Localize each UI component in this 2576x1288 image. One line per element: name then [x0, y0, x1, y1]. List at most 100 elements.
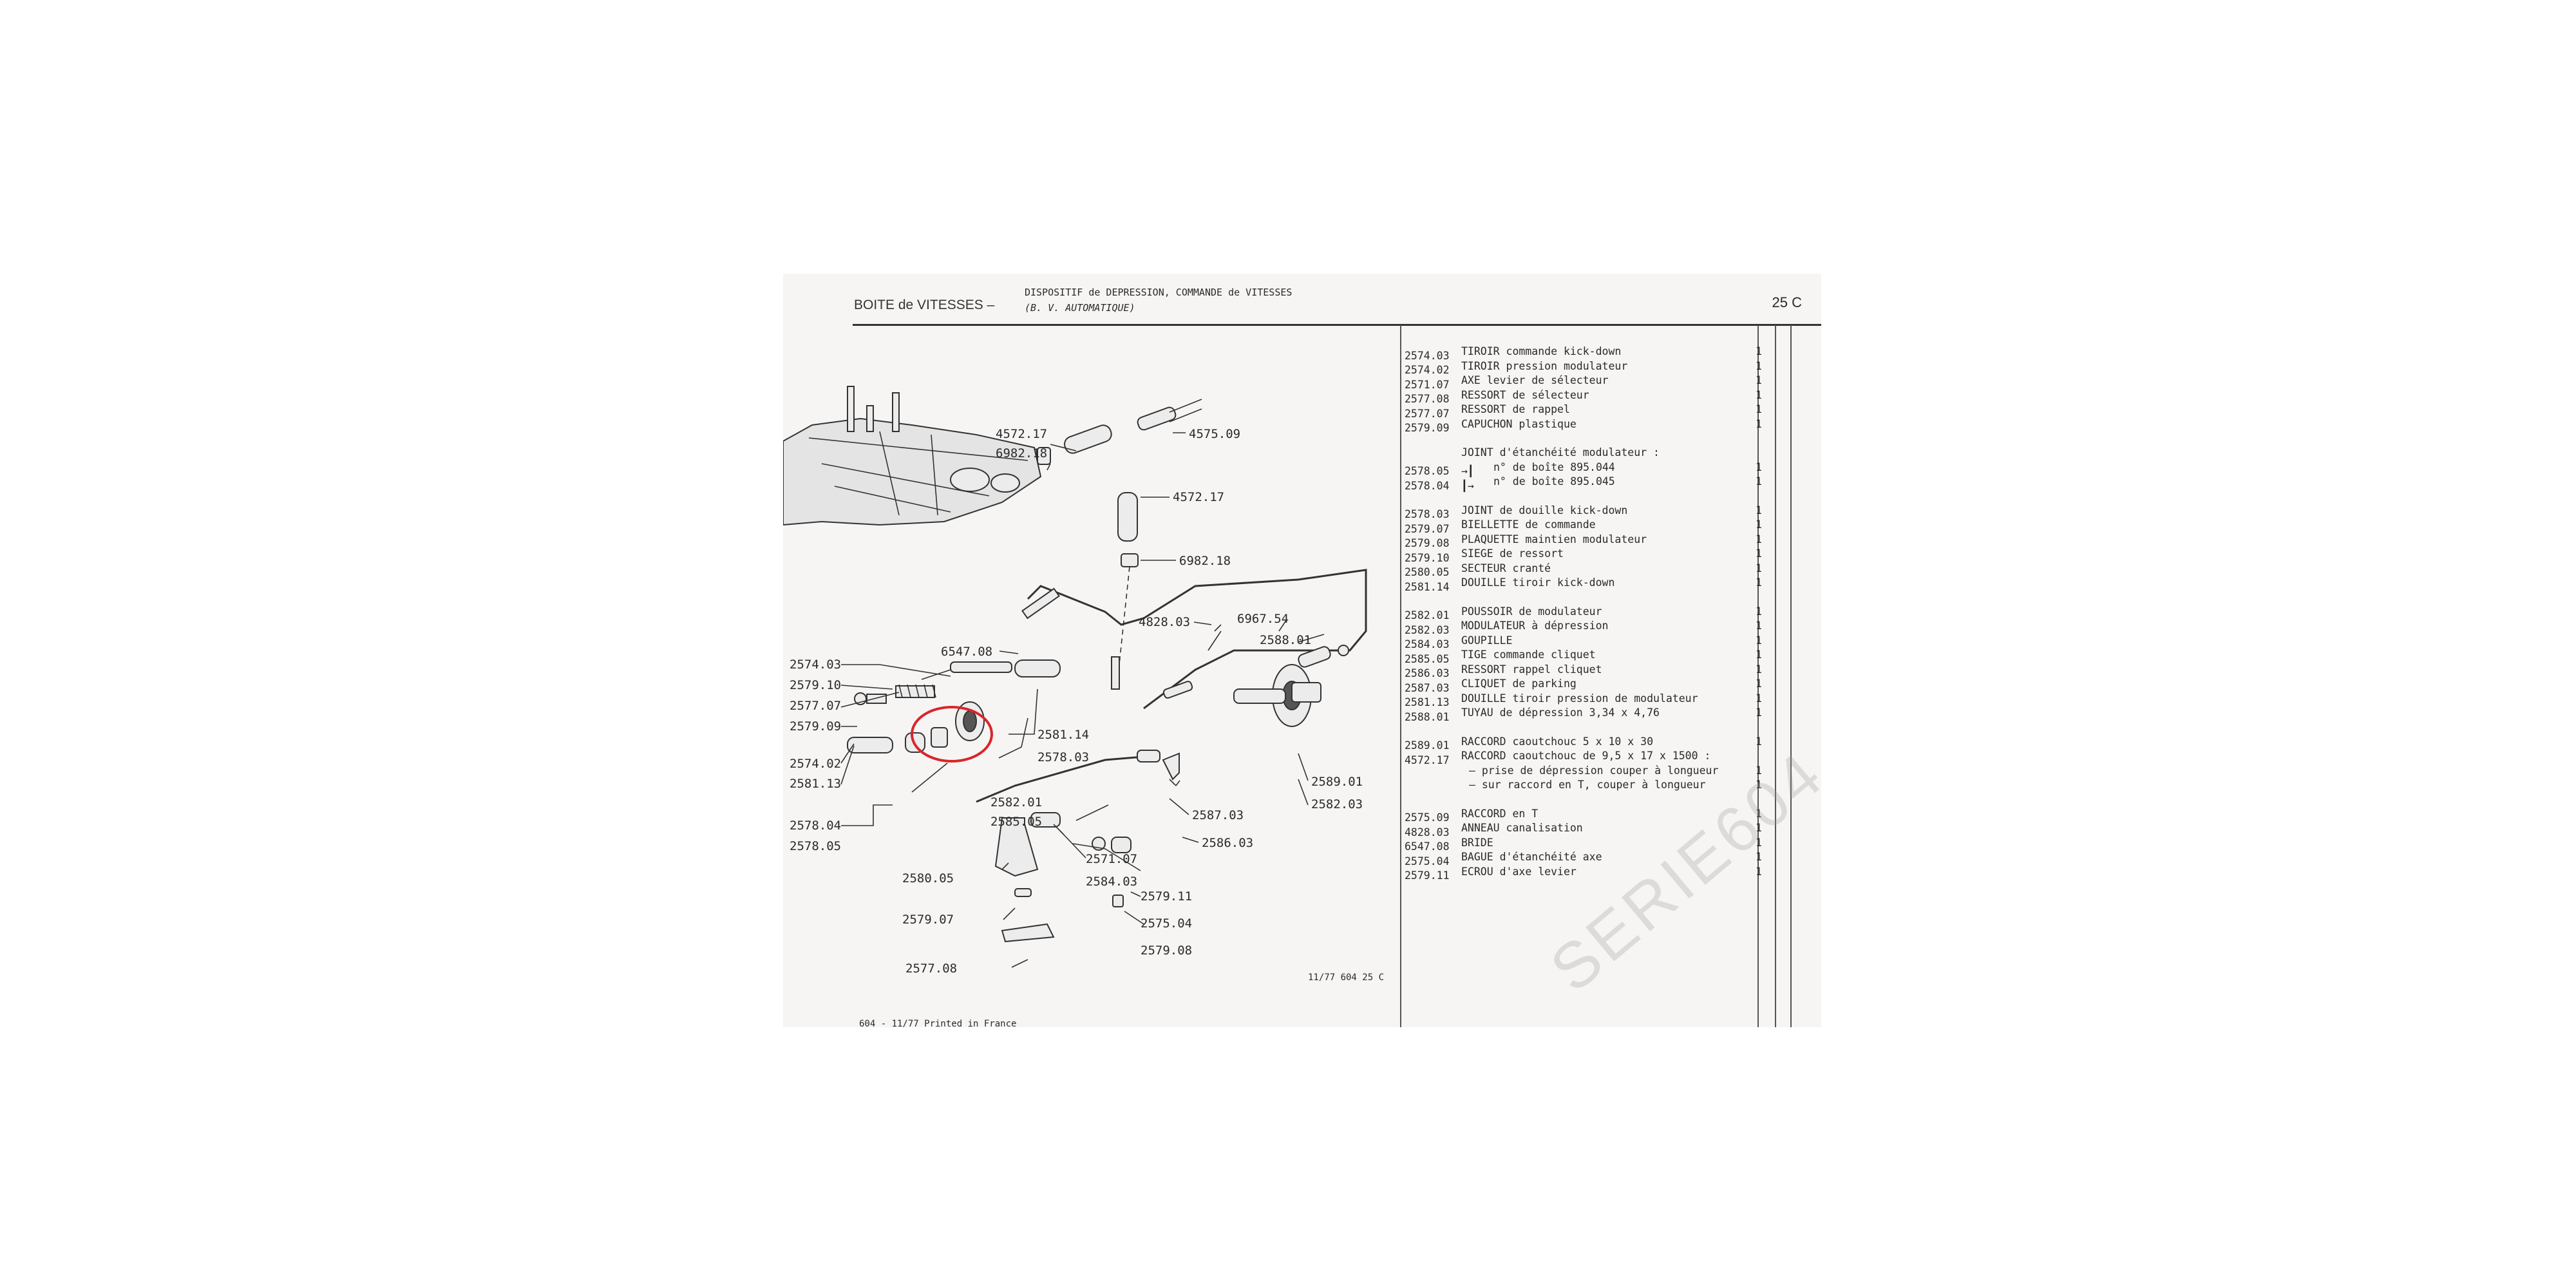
part-qty: 1 [1756, 562, 1762, 574]
label-6982-18: 6982.18 [996, 446, 1047, 460]
label-2579-11: 2579.11 [1141, 889, 1192, 904]
part-qty: 1 [1756, 460, 1762, 473]
label-6547-08: 6547.08 [941, 645, 992, 659]
part-qty: 1 [1756, 605, 1762, 618]
label-2579-10: 2579.10 [790, 678, 841, 692]
exploded-parts-diagram: 4572.17 6982.18 4575.09 4572.17 6982.18 … [783, 386, 1367, 976]
part-description: DOUILLE tiroir kick-down [1461, 576, 1615, 589]
part-row: 2581.14 DOUILLE tiroir kick-down 1 [1405, 576, 1765, 593]
part-ref: 2581.14 [1405, 580, 1450, 593]
part-ref: 2586.03 [1405, 667, 1450, 679]
arrow-in-icon: →┃ [1461, 465, 1474, 477]
selector-shaft-assembly [847, 587, 1222, 753]
label-2589-01: 2589.01 [1311, 775, 1363, 789]
label-4575-09: 4575.09 [1189, 427, 1240, 441]
part-qty: 1 [1756, 779, 1762, 791]
label-2581-13: 2581.13 [790, 777, 841, 791]
catalog-page: BOITE de VITESSES – DISPOSITIF de DEPRES… [783, 274, 1821, 1027]
part-qty: 1 [1756, 345, 1762, 357]
part-ref: 2579.08 [1405, 537, 1450, 549]
label-2575-04: 2575.04 [1141, 916, 1192, 931]
part-description: BAGUE d'étanchéité axe [1461, 851, 1602, 863]
label-4572-17-b: 4572.17 [1173, 490, 1224, 504]
part-qty: 1 [1756, 388, 1762, 401]
part-ref: 2571.07 [1405, 378, 1450, 391]
part-qty: 1 [1756, 807, 1762, 820]
part-qty: 1 [1756, 504, 1762, 516]
label-2582-03: 2582.03 [1311, 797, 1363, 811]
qty-column-divider [1790, 325, 1792, 1027]
part-qty: 1 [1756, 374, 1762, 386]
column-divider [1400, 325, 1401, 1027]
part-description: TIROIR pression modulateur [1461, 359, 1628, 372]
callout-labels: 4572.17 6982.18 4575.09 4572.17 6982.18 … [790, 427, 1363, 976]
part-ref: 2575.09 [1405, 811, 1450, 824]
page-code: 25 C [1772, 294, 1802, 310]
part-description: PLAQUETTE maintien modulateur [1461, 533, 1647, 545]
part-description: BRIDE [1461, 836, 1493, 849]
part-qty: 1 [1756, 634, 1762, 647]
qty-column-divider [1775, 325, 1776, 1027]
part-description: CAPUCHON plastique [1461, 417, 1577, 430]
leader-lines [840, 432, 1325, 968]
part-description: TUYAU de dépression 3,34 x 4,76 [1461, 706, 1660, 719]
part-qty: 1 [1756, 735, 1762, 748]
part-description: SECTEUR cranté [1461, 562, 1551, 574]
part-description: JOINT de douille kick-down [1461, 504, 1628, 516]
part-ref: 2577.08 [1405, 393, 1450, 405]
part-ref: 2582.01 [1405, 609, 1450, 621]
part-qty: 1 [1756, 692, 1762, 705]
page-title: BOITE de VITESSES – [854, 298, 995, 312]
highlight-circle [911, 706, 993, 762]
part-description: n° de boîte 895.044 [1493, 460, 1615, 473]
label-2580-05: 2580.05 [902, 871, 954, 886]
part-ref: 2579.09 [1405, 422, 1450, 434]
label-2587-03: 2587.03 [1192, 808, 1244, 822]
vacuum-modulator [1233, 645, 1349, 727]
part-ref: 2574.02 [1405, 364, 1450, 376]
label-6982-18-b: 6982.18 [1179, 554, 1231, 568]
part-qty: 1 [1756, 359, 1762, 372]
part-description: GOUPILLE [1461, 634, 1513, 647]
label-2584-03: 2584.03 [1086, 875, 1137, 889]
header-rule [853, 324, 1821, 326]
label-2571-07: 2571.07 [1086, 852, 1137, 866]
label-2582-01: 2582.01 [990, 795, 1042, 810]
part-description: AXE levier de sélecteur [1461, 374, 1609, 386]
part-qty: 1 [1756, 865, 1762, 878]
label-2588-01: 2588.01 [1260, 633, 1311, 647]
part-description: ECROU d'axe levier [1461, 865, 1577, 878]
part-qty: 1 [1756, 576, 1762, 589]
page-subtitle-model: (B. V. AUTOMATIQUE) [1025, 302, 1135, 314]
part-description: RACCORD caoutchouc 5 x 10 x 30 [1461, 735, 1654, 748]
qty-column-divider [1757, 325, 1759, 1027]
part-qty: 1 [1756, 764, 1762, 777]
part-ref: 4572.17 [1405, 753, 1450, 766]
label-2585-05: 2585.05 [990, 815, 1042, 829]
part-qty: 1 [1756, 417, 1762, 430]
part-qty: 1 [1756, 851, 1762, 863]
parking-linkage [976, 750, 1180, 943]
part-ref: 2585.05 [1405, 652, 1450, 665]
label-2577-08: 2577.08 [905, 961, 957, 976]
pipe-ring [1111, 656, 1120, 690]
part-description: ANNEAU canalisation [1461, 822, 1583, 834]
part-ref: 2579.10 [1405, 551, 1450, 564]
part-ref: 4828.03 [1405, 826, 1450, 838]
label-2581-14: 2581.14 [1037, 728, 1089, 742]
part-ref: 2579.11 [1405, 869, 1450, 882]
